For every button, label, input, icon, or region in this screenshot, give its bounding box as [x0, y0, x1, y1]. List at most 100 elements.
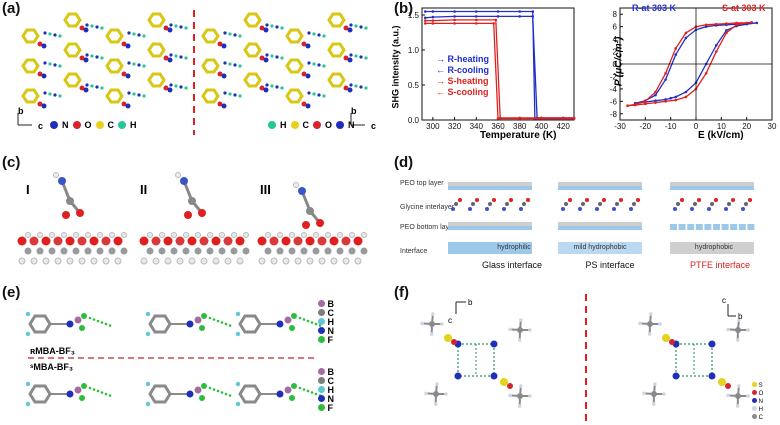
- peo-top-layer-blue: [448, 186, 532, 190]
- legend-c-dot: [95, 121, 104, 129]
- hydrogen-atom: [649, 312, 653, 316]
- hbond-dot: [238, 94, 242, 98]
- glycine-n: [724, 207, 728, 211]
- surface-oxygen: [199, 236, 209, 246]
- surface-oxygen: [29, 236, 39, 246]
- glycine-o: [619, 198, 623, 202]
- hbond-dot: [48, 32, 52, 36]
- hbond-dot: [96, 319, 100, 323]
- panel-c-label: (c): [2, 154, 21, 171]
- label-peo-bottom: PEO bottom layer: [400, 224, 456, 231]
- fluorine-atom: [201, 383, 207, 389]
- legend-n-label: N: [62, 120, 69, 130]
- ring: [327, 72, 346, 88]
- pe-xtick-label: 0: [694, 122, 699, 131]
- surface-hydrogen: [195, 232, 201, 238]
- glycine-n: [673, 207, 677, 211]
- legend-r-cooling: ← R-cooling: [436, 65, 490, 75]
- hbond-dot: [132, 92, 136, 96]
- hydrogen-atom: [746, 328, 750, 332]
- pe-point: [735, 23, 738, 27]
- nitrogen-atom: [41, 43, 47, 49]
- nitrogen-atom: [167, 27, 173, 33]
- hbond-dot: [169, 83, 173, 87]
- hbond-dot: [270, 54, 274, 58]
- hbond-dot: [174, 84, 178, 88]
- hbond-dot: [85, 83, 89, 87]
- nitrogen-atom: [263, 57, 269, 63]
- interface-glass: Glass interface: [481, 260, 543, 270]
- pe-legend-r: R-at 303 K: [632, 3, 677, 13]
- glycine-o: [680, 198, 684, 202]
- ring: [243, 42, 262, 58]
- legend-h-dot-r: [268, 121, 276, 129]
- surface-hydrogen: [270, 257, 278, 265]
- carbon-atom: [647, 321, 653, 327]
- peo-top-layer-blue: [558, 186, 642, 190]
- hbond-dot: [43, 91, 47, 95]
- pe-point: [626, 104, 629, 107]
- surface-carbon: [360, 247, 368, 255]
- peo-bottom-droplet: [730, 224, 738, 230]
- label-peo-top: PEO top layer: [400, 180, 444, 187]
- glycine-oxygen: [316, 219, 324, 227]
- pe-point: [669, 96, 672, 100]
- pe-point: [714, 50, 718, 53]
- surface-hydrogen: [30, 257, 38, 265]
- shg-point: [423, 10, 427, 13]
- hydrogen-atom: [508, 393, 512, 398]
- surface-hydrogen: [294, 257, 302, 265]
- peo-top-layer-blue: [670, 186, 754, 190]
- glycine-carbon: [188, 197, 196, 205]
- pe-ytick-label: 6: [613, 23, 618, 32]
- surface-oxygen: [41, 236, 51, 246]
- surface-oxygen: [269, 236, 279, 246]
- panel-b-label: (b): [394, 0, 414, 17]
- hbond-dot: [364, 56, 368, 60]
- hbond-dot: [43, 31, 47, 35]
- hydrogen-atom: [517, 338, 522, 342]
- hbond-dot: [314, 322, 318, 326]
- hbond-dot: [169, 23, 173, 27]
- hbond-dot: [179, 25, 183, 29]
- nitrogen-atom: [83, 57, 89, 63]
- peo-bottom-droplet: [738, 224, 746, 230]
- surface-carbon: [230, 247, 238, 255]
- hbond-dot: [312, 32, 316, 36]
- pe-ytick-label: 0: [613, 60, 618, 69]
- surface-oxygen: [151, 236, 161, 246]
- ring: [147, 72, 166, 88]
- hbond-dot: [359, 55, 363, 59]
- oxygen-atom: [79, 85, 85, 91]
- glycine-c: [598, 202, 602, 206]
- hbond-dot: [179, 55, 183, 59]
- surface-hydrogen: [140, 257, 148, 265]
- surface-carbon: [120, 247, 128, 255]
- surface-oxygen: [293, 236, 303, 246]
- surface-hydrogen: [258, 257, 266, 265]
- glycine-hydrogen: [293, 182, 299, 188]
- hbond-dot: [220, 321, 224, 324]
- hbond-dot: [307, 31, 311, 35]
- pe-point: [704, 25, 708, 28]
- hbond-dot: [53, 63, 57, 67]
- shg-point: [431, 15, 435, 19]
- panel-d-diagram: [448, 182, 755, 254]
- surface-hydrophilic: hydrophilic: [497, 244, 531, 251]
- hydrogen-atom: [726, 393, 730, 398]
- hydrogen-atom: [235, 311, 241, 317]
- surface-hydrogen: [212, 257, 220, 265]
- peo-bottom-droplet: [721, 224, 729, 230]
- panel-f-structures: [420, 294, 750, 422]
- glycine-c: [744, 202, 748, 206]
- glycine-n: [519, 207, 523, 211]
- hbond-dot: [306, 389, 310, 393]
- surface-hydrogen: [342, 257, 350, 265]
- shg-point: [474, 10, 478, 13]
- oxygen-atom: [451, 339, 457, 345]
- hbond-dot: [270, 24, 274, 28]
- hydrogen-atom: [25, 311, 31, 317]
- surface-oxygen: [305, 236, 315, 246]
- shg-series-line: [425, 22, 574, 120]
- hydrogen-atom: [235, 401, 241, 407]
